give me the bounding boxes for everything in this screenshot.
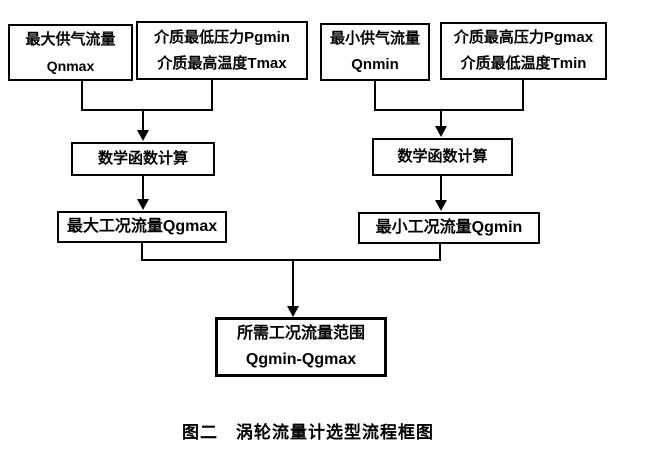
arrowhead-down-icon [137, 199, 149, 210]
node-qgmin: 最小工况流量Qgmin [358, 212, 540, 244]
node-label: 介质最高温度Tmax [157, 54, 287, 72]
node-label: 最小工况流量Qgmin [375, 219, 523, 236]
connector-lines-group [81, 80, 524, 307]
node-label: 数学函数计算 [97, 150, 188, 167]
arrowhead-down-icon [435, 200, 447, 211]
node-pgmin-tmax: 介质最低压力Pgmin 介质最高温度Tmax [136, 21, 308, 80]
arrowhead-down-icon [287, 306, 299, 317]
node-label: Qgmin-Qgmax [245, 351, 357, 368]
node-label: 最小供气流量 [329, 30, 420, 47]
node-label: 介质最低压力Pgmin [154, 28, 290, 46]
node-label: 介质最低温度Tmin [460, 55, 587, 72]
node-label: Qnmax [46, 57, 95, 74]
node-qnmin: 最小供气流量 Qnmin [320, 23, 430, 81]
arrowhead-down-icon [435, 126, 447, 137]
arrowhead-down-icon [137, 130, 149, 141]
node-label: 数学函数计算 [397, 148, 488, 165]
node-qgmax: 最大工况流量Qgmax [57, 211, 227, 243]
arrowheads-group [137, 126, 447, 317]
node-label: 介质最高压力Pgmax [453, 29, 594, 46]
node-math-calc-left: 数学函数计算 [71, 142, 215, 176]
node-qnmax: 最大供气流量 Qnmax [8, 24, 133, 81]
node-pgmax-tmin: 介质最高压力Pgmax 介质最低温度Tmin [440, 22, 607, 80]
node-label: Qnmin [351, 56, 399, 73]
node-label: 所需工况流量范围 [236, 325, 365, 342]
figure-caption: 图二 涡轮流量计选型流程框图 [182, 423, 434, 442]
node-label: 最大供气流量 [25, 30, 116, 48]
node-label: 最大工况流量Qgmax [66, 218, 218, 235]
node-result-range: 所需工况流量范围 Qgmin-Qgmax [215, 317, 387, 377]
node-math-calc-right: 数学函数计算 [372, 138, 513, 176]
